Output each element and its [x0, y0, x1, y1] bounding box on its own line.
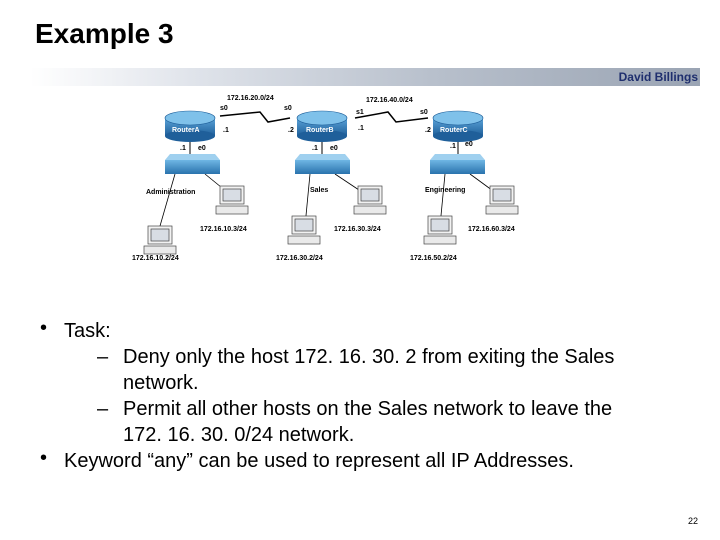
router-a: RouterA — [164, 110, 216, 142]
network-label-bc: 172.16.40.0/24 — [366, 97, 413, 104]
router-a-serial-ip: .1 — [223, 127, 229, 134]
lan-label-sales: Sales — [310, 187, 328, 194]
lan-label-admin: Administration — [146, 189, 195, 196]
pc-sales-3 — [353, 185, 387, 215]
router-b-label: RouterB — [306, 127, 334, 134]
pc-admin-2 — [143, 225, 177, 255]
bullet-task-text: Task: — [64, 320, 111, 342]
bullet-keyword: Keyword “any” can be used to represent a… — [40, 445, 710, 474]
bullet-list: Task: – Deny only the host 172. 16. 30. … — [40, 315, 710, 474]
host-ip-eng-3: 172.16.60.3/24 — [468, 226, 515, 233]
sub-bullet-deny: – Deny only the host 172. 16. 30. 2 from… — [40, 344, 710, 370]
router-a-eth-if: e0 — [198, 145, 206, 152]
pc-eng-2 — [423, 215, 457, 245]
serial-link-bc — [354, 111, 429, 123]
header-banner — [30, 68, 700, 86]
router-c-serial-if: s0 — [420, 109, 428, 116]
switch-admin — [165, 154, 220, 174]
bullet-keyword-text: Keyword “any” can be used to represent a… — [64, 450, 574, 472]
router-b-s1-if: s1 — [356, 109, 364, 116]
sub-bullet-permit-line1: Permit all other hosts on the Sales netw… — [123, 398, 613, 420]
lan-label-engineering: Engineering — [425, 187, 465, 194]
router-c-serial-ip: .2 — [425, 127, 431, 134]
router-c-eth-if: e0 — [465, 141, 473, 148]
network-label-ab: 172.16.20.0/24 — [227, 95, 274, 102]
host-ip-admin-3: 172.16.10.3/24 — [200, 226, 247, 233]
router-b-s0-ip: .2 — [288, 127, 294, 134]
router-a-serial-if: s0 — [220, 105, 228, 112]
sub-bullet-deny-line2: network. — [123, 372, 199, 394]
pc-admin-3 — [215, 185, 249, 215]
router-b-s1-ip: .1 — [358, 125, 364, 132]
host-ip-admin-2: 172.16.10.2/24 — [132, 255, 179, 262]
host-ip-sales-3: 172.16.30.3/24 — [334, 226, 381, 233]
sub-bullet-deny-cont: network. — [40, 370, 710, 396]
sub-bullet-permit: – Permit all other hosts on the Sales ne… — [40, 396, 710, 422]
host-ip-eng-2: 172.16.50.2/24 — [410, 255, 457, 262]
serial-link-ab — [219, 111, 291, 123]
router-c: RouterC — [432, 110, 484, 142]
router-b-lan-ip: .1 — [312, 145, 318, 152]
host-ip-sales-2: 172.16.30.2/24 — [276, 255, 323, 262]
router-b-eth-if: e0 — [330, 145, 338, 152]
sub-bullet-deny-line1: Deny only the host 172. 16. 30. 2 from e… — [123, 346, 615, 368]
router-c-label: RouterC — [440, 127, 468, 134]
page-number: 22 — [687, 516, 698, 526]
router-b-s0-if: s0 — [284, 105, 292, 112]
sub-bullet-permit-cont: 172. 16. 30. 0/24 network. — [40, 422, 710, 448]
router-b: RouterB — [296, 110, 348, 142]
switch-sales — [295, 154, 350, 174]
network-diagram: 172.16.20.0/24 172.16.40.0/24 RouterA s0… — [132, 95, 519, 262]
dash-2: – — [97, 398, 109, 420]
switch-engineering — [430, 154, 485, 174]
bullet-task: Task: — [40, 315, 710, 344]
author-name: David Billings — [618, 70, 698, 84]
pc-eng-3 — [485, 185, 519, 215]
dash-1: – — [97, 346, 109, 368]
pc-sales-2 — [287, 215, 321, 245]
sub-bullet-permit-line2: 172. 16. 30. 0/24 network. — [123, 424, 355, 446]
router-a-lan-ip: .1 — [180, 145, 186, 152]
slide-title: Example 3 — [35, 18, 174, 49]
router-a-label: RouterA — [172, 127, 200, 134]
router-c-lan-ip: .1 — [450, 143, 456, 150]
